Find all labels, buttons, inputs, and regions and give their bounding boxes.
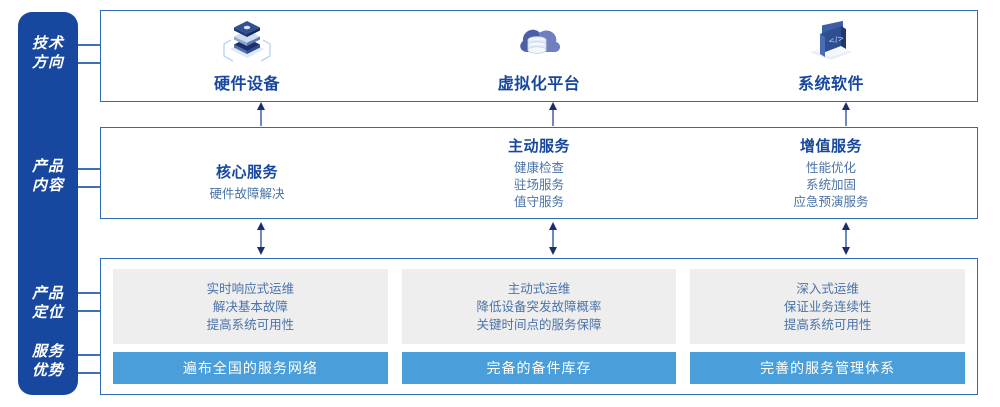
connector-line xyxy=(78,354,101,356)
rail-label-service-advantage: 服务 优势 xyxy=(18,342,78,380)
content-card-line: 硬件故障解决 xyxy=(209,187,285,201)
arrow-up-virtualization xyxy=(549,102,557,126)
content-card-line: 系统加固 xyxy=(805,178,856,192)
connector-line xyxy=(78,62,101,64)
positioning-line: 降低设备突发故障概率 xyxy=(476,299,602,314)
advantages-row: 遍布全国的服务网络 完备的备件库存 完善的服务管理体系 xyxy=(113,352,966,384)
connector-line xyxy=(78,168,101,170)
connector-line xyxy=(78,310,101,312)
positioning-line: 实时响应式运维 xyxy=(206,281,295,296)
rail-label-line1: 服务 xyxy=(31,343,64,360)
content-card-value-added-service[interactable]: 增值服务 性能优化 系统加固 应急预演服务 xyxy=(685,128,977,218)
section-positioning-advantages: 实时响应式运维 解决基本故障 提高系统可用性 主动式运维 降低设备突发故障概率 … xyxy=(100,258,978,395)
section-tech-direction: 硬件设备 xyxy=(100,10,978,102)
laptop-code-icon: </> xyxy=(800,18,862,68)
content-card-title: 主动服务 xyxy=(507,138,570,155)
tech-card-title: 硬件设备 xyxy=(213,76,280,93)
positioning-line: 解决基本故障 xyxy=(212,299,288,314)
rail-label-line2: 方向 xyxy=(31,54,64,71)
positioning-line: 深入式运维 xyxy=(796,281,859,296)
positioning-line: 保证业务连续性 xyxy=(783,299,872,314)
content-card-line: 值守服务 xyxy=(513,195,564,209)
positioning-cell-realtime[interactable]: 实时响应式运维 解决基本故障 提高系统可用性 xyxy=(113,269,388,344)
arrow-double-proactive xyxy=(549,222,557,255)
advantage-bar-spare-parts[interactable]: 完备的备件库存 xyxy=(401,352,677,384)
tech-card-title: 虚拟化平台 xyxy=(497,76,581,93)
content-card-line: 健康检查 xyxy=(513,161,564,175)
tech-card-system-software[interactable]: </> 系统软件 xyxy=(685,11,977,101)
connector-line xyxy=(78,372,101,374)
connector-line xyxy=(78,292,101,294)
rail-label-product-content: 产品 内容 xyxy=(18,157,78,195)
content-card-title: 核心服务 xyxy=(215,164,278,181)
positioning-cell-indepth[interactable]: 深入式运维 保证业务连续性 提高系统可用性 xyxy=(690,269,966,344)
content-card-core-service[interactable]: 核心服务 硬件故障解决 xyxy=(101,128,393,218)
positioning-line: 提高系统可用性 xyxy=(206,317,295,332)
connector-line xyxy=(78,186,101,188)
arrow-up-hardware xyxy=(257,102,265,126)
rail-label-line2: 定位 xyxy=(31,304,64,321)
positioning-line: 提高系统可用性 xyxy=(783,317,872,332)
arrow-double-core xyxy=(257,222,265,255)
positioning-line: 主动式运维 xyxy=(507,281,571,296)
arrow-up-system-software xyxy=(842,102,850,126)
rail-label-line2: 内容 xyxy=(31,177,64,194)
connector-line xyxy=(78,44,101,46)
content-card-line: 性能优化 xyxy=(805,161,856,175)
content-card-title: 增值服务 xyxy=(799,138,862,155)
cloud-database-icon xyxy=(508,18,570,68)
content-card-proactive-service[interactable]: 主动服务 健康检查 驻场服务 值守服务 xyxy=(393,128,685,218)
tech-card-hardware[interactable]: 硬件设备 xyxy=(101,11,393,101)
tech-card-virtualization[interactable]: 虚拟化平台 xyxy=(393,11,685,101)
arrow-double-value-added xyxy=(842,222,850,255)
rail-label-line1: 产品 xyxy=(31,285,64,302)
content-card-line: 驻场服务 xyxy=(513,178,564,192)
advantage-bar-service-management[interactable]: 完善的服务管理体系 xyxy=(690,352,966,384)
tech-card-title: 系统软件 xyxy=(797,76,864,93)
positioning-cell-proactive[interactable]: 主动式运维 降低设备突发故障概率 关键时间点的服务保障 xyxy=(401,269,677,344)
rail-label-line1: 产品 xyxy=(31,158,64,175)
rail-label-line2: 优势 xyxy=(31,362,64,379)
svg-text:</>: </> xyxy=(827,33,845,46)
advantage-bar-service-network[interactable]: 遍布全国的服务网络 xyxy=(113,352,388,384)
server-stack-icon xyxy=(216,18,278,68)
left-rail: 技术 方向 产品 内容 产品 定位 服务 优势 xyxy=(18,12,78,395)
positioning-row: 实时响应式运维 解决基本故障 提高系统可用性 主动式运维 降低设备突发故障概率 … xyxy=(113,269,966,344)
content-card-line: 应急预演服务 xyxy=(793,195,869,209)
rail-label-line1: 技术 xyxy=(31,35,64,52)
rail-label-tech-direction: 技术 方向 xyxy=(18,34,78,72)
section-product-content: 核心服务 硬件故障解决 主动服务 健康检查 驻场服务 值守服务 增值服务 性能优… xyxy=(100,127,978,219)
positioning-line: 关键时间点的服务保障 xyxy=(476,317,602,332)
rail-label-product-position: 产品 定位 xyxy=(18,284,78,322)
